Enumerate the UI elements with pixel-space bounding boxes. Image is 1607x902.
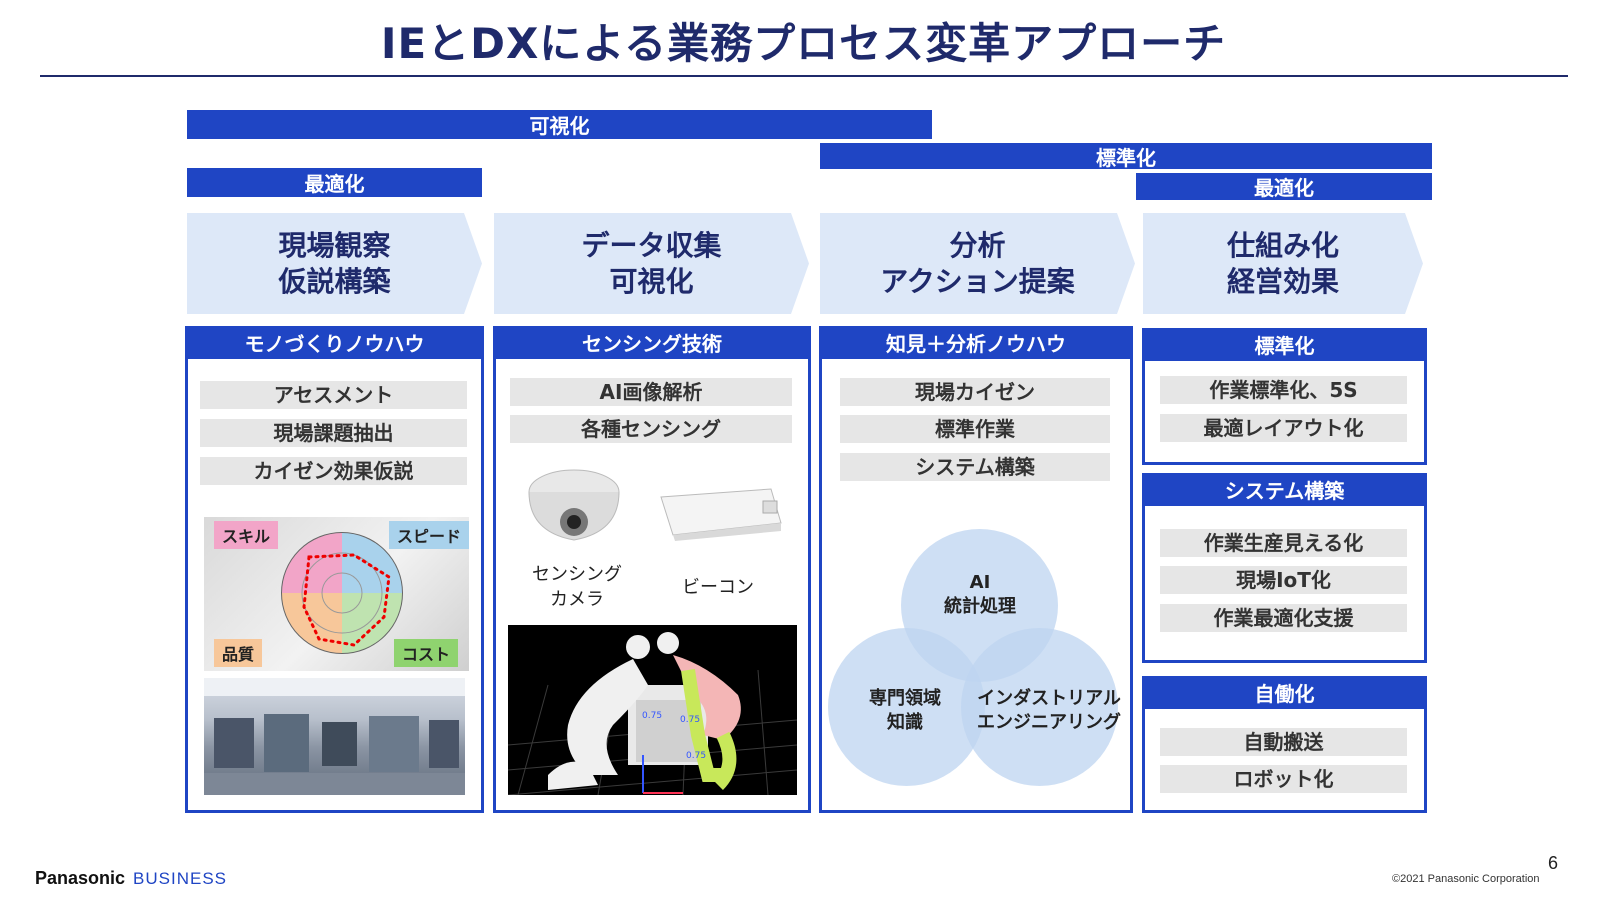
- beacon-caption: ビーコン: [682, 577, 754, 598]
- copyright: ©2021 Panasonic Corporation: [1392, 873, 1540, 885]
- camera-caption-line1: センシング: [532, 564, 622, 585]
- phase-bar-standardize: 標準化: [820, 143, 1432, 170]
- standardize-header: 標準化: [1145, 331, 1424, 361]
- venn-label-domain-1: 専門領域: [869, 688, 941, 709]
- box-dimension-b: 0.75: [680, 715, 701, 725]
- venn-label-ie-2: エンジニアリング: [977, 712, 1121, 733]
- radar-label-quality: 品質: [214, 639, 263, 667]
- radar-label-skill: スキル: [214, 521, 279, 549]
- venn-circle-ie: [961, 628, 1118, 786]
- slide-title: IEとDXによる業務プロセス変革アプローチ: [380, 19, 1227, 68]
- step-chevron-2: データ収集 可視化: [494, 213, 809, 314]
- radar-label-speed: スピード: [389, 521, 469, 549]
- beacon-graphic: [660, 488, 782, 541]
- venn-label-ai-2: 統計処理: [944, 596, 1016, 617]
- venn-circle-domain: [828, 628, 985, 786]
- step-4-line2: 経営効果: [1226, 264, 1339, 298]
- col3-item-standard-work: 標準作業: [840, 415, 1110, 443]
- pose-estimation-image: 0.75 0.75 0.75: [508, 625, 797, 795]
- venn-label-ie-1: インダストリアル: [977, 688, 1121, 709]
- col4-item-standardize-5s: 作業標準化、5S: [1160, 376, 1407, 404]
- radar-chart-graphic: [281, 532, 403, 654]
- step-1-line1: 現場観察: [278, 228, 391, 262]
- col1-item-kaizen-hypothesis: カイゼン効果仮説: [200, 457, 467, 485]
- automation-header: 自働化: [1145, 679, 1424, 709]
- step-chevron-4: 仕組み化 経営効果: [1143, 213, 1423, 314]
- col4-item-robotization: ロボット化: [1160, 765, 1407, 793]
- col2-item-sensing: 各種センシング: [510, 415, 792, 443]
- step-1-line2: 仮説構築: [278, 264, 391, 298]
- col4-item-iot: 現場IoT化: [1160, 566, 1407, 594]
- step-3-line1: 分析: [949, 228, 1006, 262]
- col4-item-optimization-support: 作業最適化支援: [1160, 604, 1407, 632]
- col4-item-visualization: 作業生産見える化: [1160, 529, 1407, 557]
- phase-bar-optimize-left: 最適化: [187, 168, 482, 197]
- brand-division: BUSINESS: [133, 869, 228, 888]
- step-3-line2: アクション提案: [880, 264, 1075, 298]
- col2-item-ai-image: AI画像解析: [510, 378, 792, 406]
- system-build-header: システム構築: [1145, 476, 1424, 506]
- phase-bar-visualize: 可視化: [187, 110, 932, 139]
- column-3-header: 知見＋分析ノウハウ: [822, 329, 1130, 359]
- sensing-camera-image: [527, 462, 622, 550]
- col4-item-auto-transport: 自動搬送: [1160, 728, 1407, 756]
- step-chevron-3: 分析 アクション提案: [820, 213, 1135, 314]
- venn-label-ai-1: AI: [969, 572, 991, 593]
- radar-chart-image: スキル スピード 品質 コスト: [204, 517, 469, 671]
- col1-item-assessment: アセスメント: [200, 381, 467, 409]
- venn-label-domain-2: 知識: [887, 712, 923, 733]
- brand-name: Panasonic: [35, 868, 126, 888]
- camera-graphic: [528, 469, 620, 541]
- title-divider: [40, 75, 1568, 77]
- factory-graphic: [204, 678, 465, 795]
- column-2-header: センシング技術: [496, 329, 808, 359]
- step-4-line1: 仕組み化: [1226, 228, 1339, 262]
- radar-label-cost: コスト: [394, 639, 459, 667]
- pose-graphic: [508, 632, 797, 795]
- box-dimension-a: 0.75: [642, 711, 663, 721]
- step-2-line1: データ収集: [581, 228, 722, 262]
- col3-item-system-build: システム構築: [840, 453, 1110, 481]
- col3-item-genba-kaizen: 現場カイゼン: [840, 378, 1110, 406]
- box-dimension-c: 0.75: [686, 751, 707, 761]
- beacon-image: [653, 483, 785, 541]
- page-number: 6: [1548, 853, 1559, 873]
- step-2-line2: 可視化: [609, 264, 694, 298]
- panasonic-logo: Panasonic BUSINESS: [35, 868, 227, 889]
- column-1-header: モノづくりノウハウ: [188, 329, 481, 359]
- phase-bar-optimize-right: 最適化: [1136, 173, 1432, 200]
- camera-caption-line2: カメラ: [550, 589, 604, 610]
- col1-item-issue-extraction: 現場課題抽出: [200, 419, 467, 447]
- factory-photo: [204, 678, 465, 795]
- col4-item-layout: 最適レイアウト化: [1160, 414, 1407, 442]
- step-chevron-1: 現場観察 仮説構築: [187, 213, 482, 314]
